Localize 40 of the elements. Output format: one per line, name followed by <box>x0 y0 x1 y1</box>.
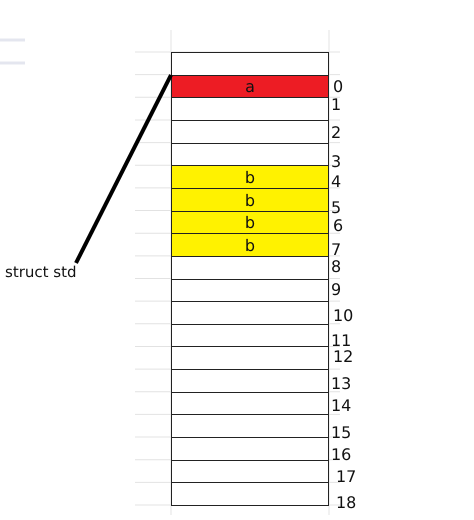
empty-memory-cell <box>171 143 329 166</box>
offset-number: 1 <box>331 97 342 113</box>
offset-number: 18 <box>336 495 356 511</box>
empty-memory-cell <box>171 256 329 280</box>
offset-number: 9 <box>331 282 342 298</box>
empty-memory-cell <box>171 369 329 393</box>
memory-cell: a <box>171 75 329 98</box>
empty-memory-cell <box>171 346 329 370</box>
offset-number: 16 <box>331 447 352 463</box>
empty-memory-cell <box>171 414 329 438</box>
empty-memory-cell <box>171 460 329 483</box>
offset-number: 14 <box>331 398 352 414</box>
offset-number: 0 <box>333 79 344 95</box>
offset-number: 3 <box>331 154 342 170</box>
offset-number: 7 <box>331 242 342 258</box>
offset-number: 4 <box>331 174 342 190</box>
offset-number: 13 <box>331 376 352 392</box>
memory-cell: b <box>171 211 329 234</box>
memory-cell: b <box>171 233 329 257</box>
empty-memory-cell <box>171 120 329 144</box>
offset-number: 15 <box>331 425 352 441</box>
offset-number: 11 <box>331 333 352 349</box>
struct-label: struct std <box>5 263 76 281</box>
offset-number: 12 <box>333 349 354 365</box>
memory-cell: b <box>171 188 329 212</box>
offset-number: 2 <box>331 125 342 141</box>
empty-memory-cell <box>171 52 329 76</box>
offset-number: 10 <box>333 308 354 324</box>
offset-number: 17 <box>336 469 356 485</box>
empty-memory-cell <box>171 324 329 347</box>
offset-number: 5 <box>331 200 342 216</box>
memory-cell: b <box>171 165 329 189</box>
empty-memory-cell <box>171 301 329 325</box>
empty-memory-cell <box>171 97 329 121</box>
empty-memory-cell <box>171 437 329 461</box>
empty-memory-cell <box>171 392 329 415</box>
empty-memory-cell <box>171 482 329 506</box>
empty-memory-cell <box>171 279 329 302</box>
offset-number: 6 <box>333 218 344 234</box>
offset-number: 8 <box>331 259 342 275</box>
